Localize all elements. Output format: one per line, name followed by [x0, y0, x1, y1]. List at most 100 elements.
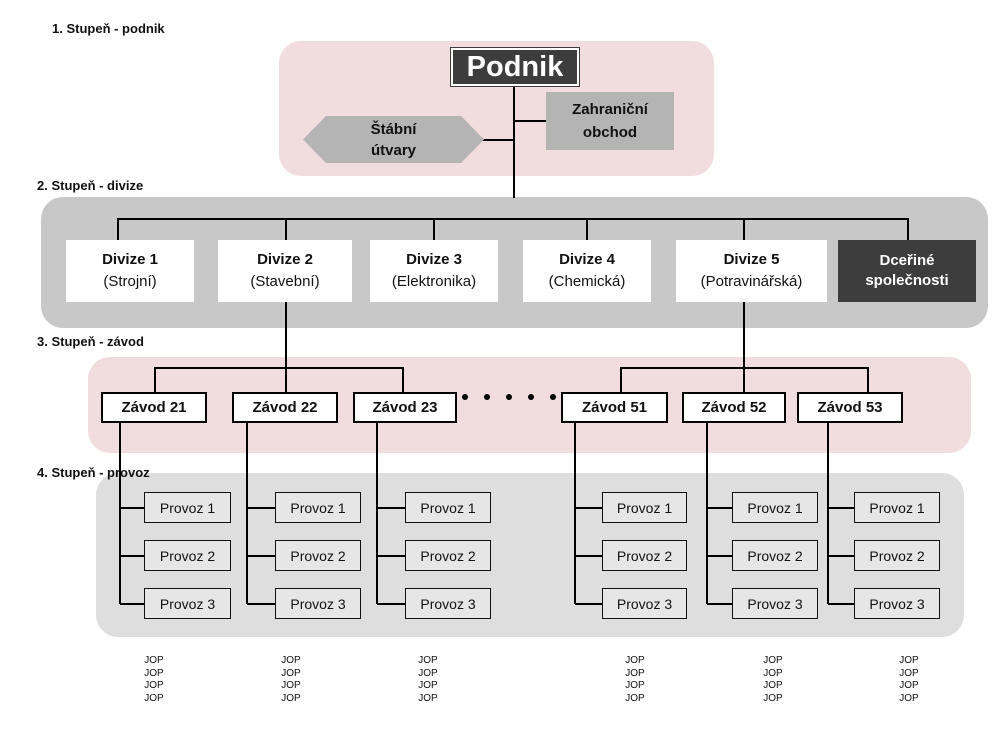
provoz-spine-21: [119, 423, 121, 604]
ellipsis-dot: [506, 394, 512, 400]
jop-label: JOP: [763, 680, 783, 691]
zahranicni-link-line: [514, 120, 546, 122]
jop-label: JOP: [418, 667, 438, 679]
zavod-23-box: Závod 23: [353, 392, 457, 423]
divize-2-trunk: [285, 302, 287, 368]
dcerine-spolecnosti-box: Dceřiné společnosti: [838, 240, 976, 302]
provoz-tick: [120, 603, 144, 605]
provoz-tick: [377, 603, 405, 605]
provoz-52-3: Provoz 3: [732, 588, 818, 619]
jop-label: JOP: [281, 680, 301, 691]
provoz-tick: [120, 555, 144, 557]
divize-5-trunk: [743, 302, 745, 368]
jop-column-22: JOP JOP JOP JOP: [271, 655, 311, 705]
divize-drop-6: [907, 218, 909, 240]
ellipsis-dot: [462, 394, 468, 400]
jop-label: JOP: [418, 655, 438, 666]
dcerine-line2: společnosti: [865, 272, 949, 289]
jop-label: JOP: [899, 655, 919, 666]
zavod-22-box: Závod 22: [232, 392, 338, 423]
provoz-52-2: Provoz 2: [732, 540, 818, 571]
jop-label: JOP: [144, 655, 164, 666]
provoz-tick: [247, 507, 275, 509]
provoz-tick: [377, 507, 405, 509]
provoz-spine-23: [376, 423, 378, 604]
divize-1-title: Divize 1: [102, 251, 158, 268]
jop-label: JOP: [144, 680, 164, 691]
divize-drop-2: [285, 218, 287, 240]
provoz-tick: [707, 555, 732, 557]
zavod-drop-52: [743, 367, 745, 393]
jop-label: JOP: [625, 692, 645, 704]
provoz-tick: [828, 507, 854, 509]
podnik-box: Podnik: [450, 47, 580, 87]
zavod-drop-21: [154, 367, 156, 393]
divize-2-box: Divize 2 (Stavební): [218, 240, 352, 302]
divize-3-subtitle: (Elektronika): [391, 273, 477, 290]
provoz-tick: [377, 555, 405, 557]
divize-2-subtitle: (Stavební): [250, 273, 320, 290]
jop-label: JOP: [763, 667, 783, 679]
stabni-line1: Štábní: [370, 120, 417, 138]
divize-4-box: Divize 4 (Chemická): [523, 240, 651, 302]
level3-label: 3. Stupeň - závod: [37, 334, 144, 349]
provoz-51-1: Provoz 1: [602, 492, 687, 523]
jop-label: JOP: [144, 667, 164, 679]
provoz-tick: [120, 507, 144, 509]
stabni-line2: útvary: [370, 141, 417, 159]
jop-label: JOP: [281, 667, 301, 679]
provoz-21-1: Provoz 1: [144, 492, 231, 523]
provoz-22-3: Provoz 3: [275, 588, 361, 619]
zavod-drop-23: [402, 367, 404, 393]
dcerine-line1: Dceřiné: [879, 252, 935, 269]
provoz-tick: [575, 555, 602, 557]
provoz-tick: [247, 555, 275, 557]
jop-column-53: JOP JOP JOP JOP: [889, 655, 929, 705]
jop-column-21: JOP JOP JOP JOP: [134, 655, 174, 705]
divize-1-subtitle: (Strojní): [103, 273, 157, 290]
ellipsis-dot: [528, 394, 534, 400]
jop-column-23: JOP JOP JOP JOP: [408, 655, 448, 705]
zahranicni-line1: Zahraniční: [572, 101, 648, 118]
provoz-23-2: Provoz 2: [405, 540, 491, 571]
provoz-52-1: Provoz 1: [732, 492, 818, 523]
provoz-53-2: Provoz 2: [854, 540, 940, 571]
divize-1-box: Divize 1 (Strojní): [66, 240, 194, 302]
stabni-utvary-label: Štábní útvary: [303, 116, 484, 163]
divize-5-subtitle: (Potravinářská): [700, 273, 803, 290]
provoz-tick: [247, 603, 275, 605]
zavod-drop-51: [620, 367, 622, 393]
divize-4-subtitle: (Chemická): [548, 273, 626, 290]
provoz-22-2: Provoz 2: [275, 540, 361, 571]
provoz-tick: [707, 603, 732, 605]
jop-column-51: JOP JOP JOP JOP: [615, 655, 655, 705]
provoz-53-3: Provoz 3: [854, 588, 940, 619]
zahranicni-obchod-box: Zahraniční obchod: [546, 92, 674, 150]
ellipsis-dot: [484, 394, 490, 400]
jop-label: JOP: [144, 692, 164, 704]
divize-bus-line: [118, 218, 909, 220]
provoz-23-1: Provoz 1: [405, 492, 491, 523]
zavod-51-box: Závod 51: [561, 392, 668, 423]
provoz-tick: [707, 507, 732, 509]
divize-drop-5: [743, 218, 745, 240]
provoz-53-1: Provoz 1: [854, 492, 940, 523]
zahranicni-line2: obchod: [582, 124, 638, 141]
provoz-51-2: Provoz 2: [602, 540, 687, 571]
stabni-link-line: [482, 139, 514, 141]
level1-label: 1. Stupeň - podnik: [52, 21, 165, 36]
provoz-spine-52: [706, 423, 708, 604]
ellipsis-dot: [550, 394, 556, 400]
level4-label: 4. Stupeň - provoz: [37, 465, 150, 480]
jop-label: JOP: [625, 667, 645, 679]
level4-band: [96, 473, 964, 637]
podnik-trunk-line: [513, 86, 515, 198]
zavod-drop-22: [285, 367, 287, 393]
divize-3-box: Divize 3 (Elektronika): [370, 240, 498, 302]
jop-label: JOP: [281, 655, 301, 666]
provoz-21-2: Provoz 2: [144, 540, 231, 571]
jop-label: JOP: [899, 692, 919, 704]
provoz-spine-51: [574, 423, 576, 604]
jop-label: JOP: [625, 680, 645, 691]
jop-label: JOP: [418, 680, 438, 691]
